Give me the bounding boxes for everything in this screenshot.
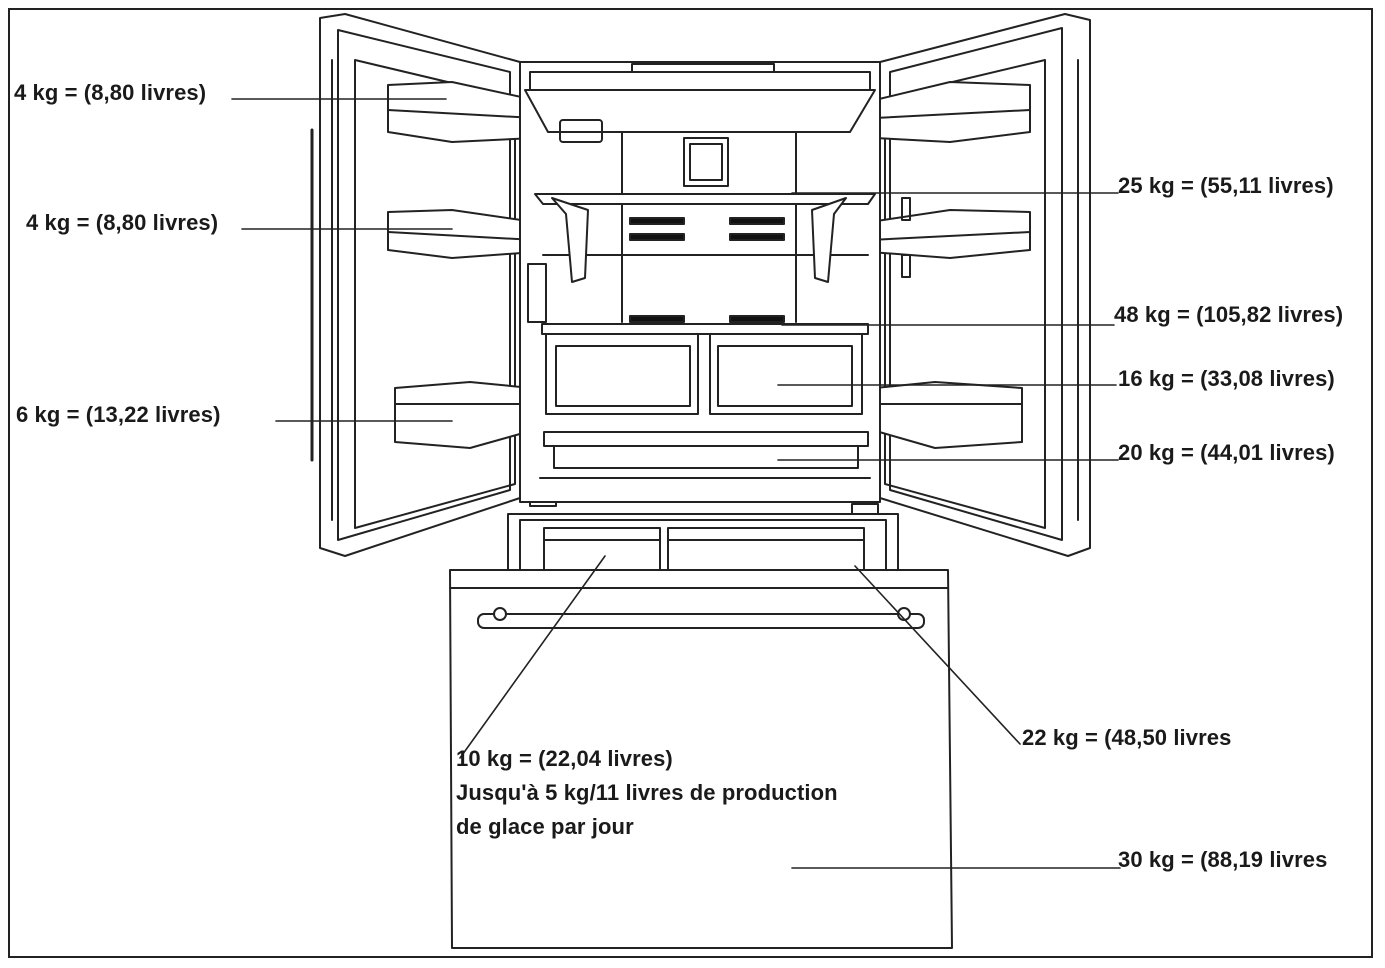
- label-left-door-bin-top: 4 kg = (8,80 livres): [14, 80, 207, 105]
- cabinet-interior: [519, 61, 881, 503]
- deli-drawer: [553, 445, 859, 469]
- freezer-upper-drawer: [667, 527, 865, 573]
- label-crisper-drawers: 16 kg = (33,08 livres): [1118, 366, 1335, 391]
- freezer-drawer: [449, 569, 953, 949]
- label-ice-production-line1: Jusqu'à 5 kg/11 livres de production: [456, 780, 838, 805]
- freezer-handle: [477, 613, 925, 629]
- lower-glass-shelf: [541, 323, 869, 335]
- right-door: [851, 13, 1091, 557]
- crisper-drawer-right: [709, 333, 863, 415]
- label-ice-production-line2: de glace par jour: [456, 814, 634, 839]
- label-deli-drawer: 20 kg = (44,01 livres): [1118, 440, 1335, 465]
- freezer-section: [449, 513, 953, 949]
- label-left-door-bin-bottom: 6 kg = (13,22 livres): [16, 402, 221, 427]
- label-upper-shelf: 25 kg = (55,11 livres): [1118, 173, 1334, 198]
- upper-glass-shelf: [534, 193, 876, 205]
- label-lower-shelf: 48 kg = (105,82 livres): [1114, 302, 1344, 327]
- label-ice-bin: 10 kg = (22,04 livres): [456, 746, 673, 771]
- label-left-door-bin-middle: 4 kg = (8,80 livres): [26, 210, 219, 235]
- leader-lines: [231, 98, 1121, 869]
- label-freezer-upper-drawer: 22 kg = (48,50 livres: [1022, 725, 1232, 750]
- label-freezer-drawer: 30 kg = (88,19 livres: [1118, 847, 1328, 872]
- crisper-drawer-left: [545, 333, 699, 415]
- ice-bin: [543, 527, 661, 573]
